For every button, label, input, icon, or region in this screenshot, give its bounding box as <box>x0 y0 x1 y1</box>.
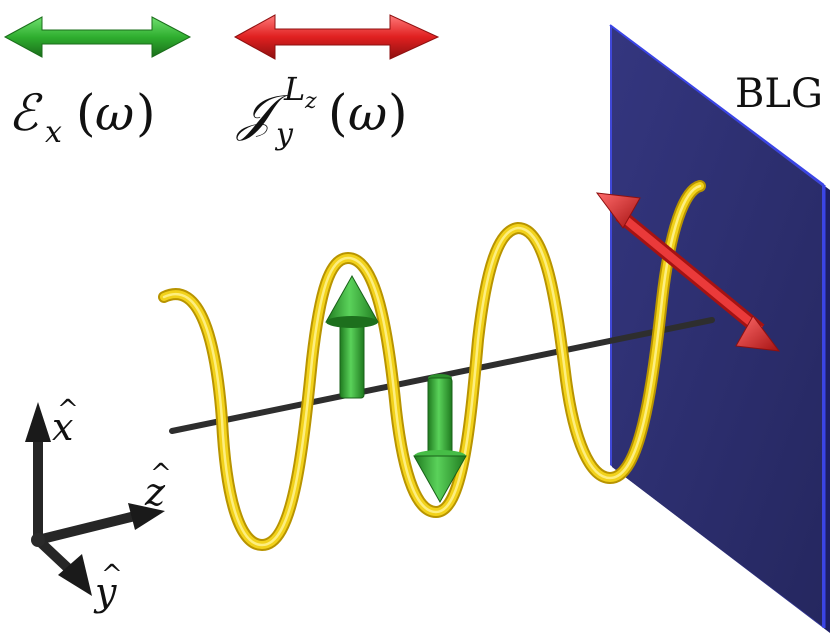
field-paren-open: ( <box>76 84 96 142</box>
current-subscript: y <box>274 117 294 152</box>
current-argument: ω <box>348 86 387 142</box>
field-arrow-down <box>413 374 467 504</box>
current-paren-close: ) <box>388 84 408 142</box>
field-arrow-up <box>325 274 379 399</box>
svg-text:^: ^ <box>101 560 123 590</box>
axis-label-z: z ^ <box>144 459 172 514</box>
field-paren-close: ) <box>136 84 156 142</box>
axis-label-y: y ^ <box>93 560 123 614</box>
field-argument: ω <box>95 86 134 142</box>
light-helix <box>158 180 706 552</box>
axis-label-x: x ^ <box>52 395 79 449</box>
field-subscript: x <box>45 115 62 150</box>
blg-label: BLG <box>735 71 823 117</box>
svg-text:z: z <box>144 470 166 514</box>
current-legend-label: 𝒥 y L z ( ω ) <box>236 70 408 152</box>
current-paren-open: ( <box>328 84 348 142</box>
current-superscript-subscript: z <box>304 89 317 114</box>
current-superscript: L <box>283 70 305 108</box>
svg-text:y: y <box>93 570 117 614</box>
svg-text:^: ^ <box>150 459 172 489</box>
coordinate-axes <box>25 402 165 596</box>
field-symbol: ℰ <box>8 84 43 142</box>
current-arrow <box>595 192 781 352</box>
current-legend-arrow <box>233 14 440 60</box>
svg-text:x: x <box>52 405 73 449</box>
field-legend-label: ℰ x ( ω ) <box>8 84 156 150</box>
field-legend-arrow <box>3 16 192 58</box>
svg-text:^: ^ <box>57 395 79 425</box>
blg-sample <box>609 24 830 633</box>
